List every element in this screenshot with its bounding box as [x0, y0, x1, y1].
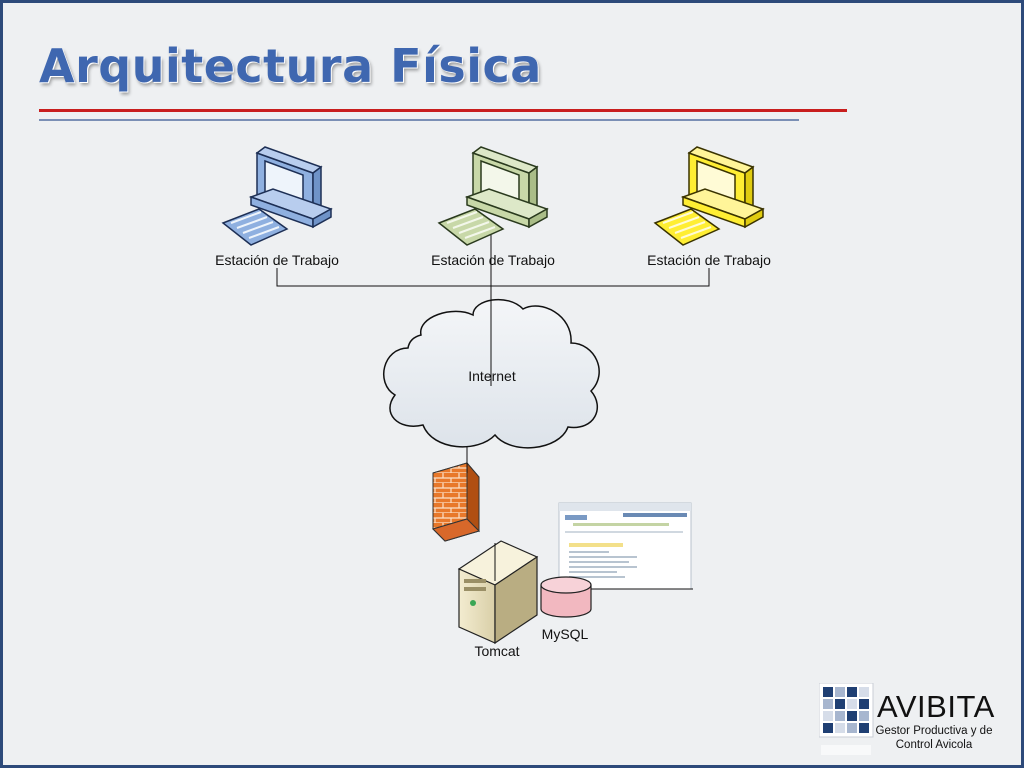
logo-tagline: Gestor Productiva y de Control Avicola	[863, 724, 1005, 752]
workstation-icon	[221, 146, 333, 246]
firewall-icon	[432, 461, 480, 542]
workstation-label: Estación de Trabajo	[647, 252, 771, 268]
logo-wordmark: AVIBITA	[877, 689, 995, 724]
title-underline-blue	[39, 119, 799, 121]
workstation-bus-line	[276, 268, 710, 287]
logo-tagline-line2: Control Avicola	[895, 739, 973, 751]
workstation-label: Estación de Trabajo	[215, 252, 339, 268]
workstation-icon	[653, 146, 765, 246]
database-label: MySQL	[542, 626, 589, 642]
workstation-label: Estación de Trabajo	[431, 252, 555, 268]
database-icon	[540, 576, 592, 618]
architecture-diagram: Estación de Trabajo Estación de Trabajo …	[215, 146, 771, 659]
app-screenshot-thumbnail	[558, 502, 692, 590]
title-underline-red	[39, 109, 847, 112]
cloud-label: Internet	[468, 368, 516, 384]
avibita-logo-icon	[819, 683, 874, 755]
workstation-icon	[437, 146, 549, 246]
server-icon	[457, 540, 539, 645]
logo-tagline-line1: Gestor Productiva y de	[875, 725, 993, 737]
slide-title: Arquitectura Física	[39, 39, 542, 93]
server-label: Tomcat	[474, 643, 519, 659]
